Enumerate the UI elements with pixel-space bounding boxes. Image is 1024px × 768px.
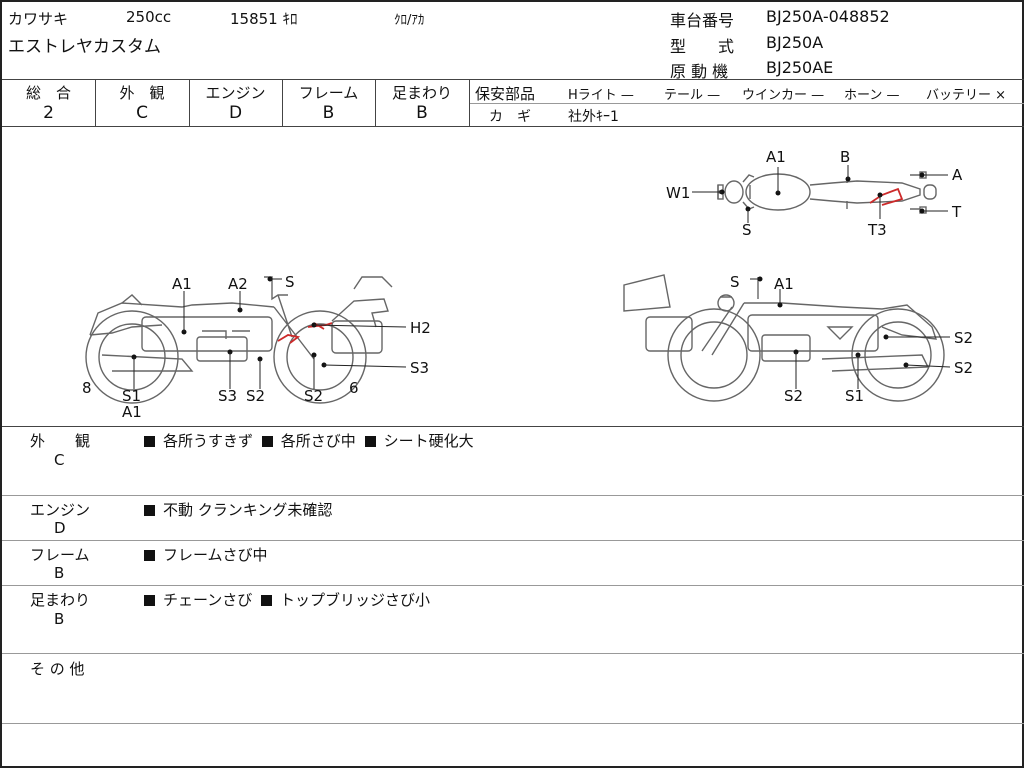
note-items-suspension: チェーンさび トップブリッジさび小 [140,589,430,610]
top-view-bike [717,171,937,214]
bullet-icon [261,595,273,606]
label-left-s2-front: S2 [304,387,323,405]
label-left-a2: A2 [228,275,248,293]
note-label-other: そ の 他 [30,660,85,678]
key-label: カ ギ [489,109,531,125]
label-top-a: A [952,166,963,184]
label-top-t3: T3 [867,221,887,239]
left-side-bike [85,276,393,404]
label-right-a1: A1 [774,275,794,293]
safety-item-tail: テール — [664,88,721,103]
grade-label-engine: エンジン [205,84,266,102]
label-left-6: 6 [349,379,359,397]
damage-diagram: A1 B A W1 S T3 T A1 A2 S H2 S3 8 S1 A1 S… [82,148,973,421]
mileage: 15851 ｷﾛ [230,10,298,28]
label-right-s2-lower: S2 [954,359,973,377]
note-grade-frame: B [54,564,65,582]
note-grade-engine: D [54,519,66,537]
safety-item-headlight: Hライト — [568,88,634,103]
key-value: 社外ｷｰ1 [568,109,619,125]
engine-label: 原 動 機 [670,62,729,81]
bullet-icon [144,550,155,561]
maker: カワサキ [8,10,69,28]
safety-label: 保安部品 [475,85,536,103]
label-right-s2-engine: S2 [784,387,803,405]
frame-no-label: 車台番号 [670,11,735,30]
grade-value-exterior: C [136,103,148,123]
note-label-suspension: 足まわり [30,591,91,609]
type-label: 型 式 [670,37,735,56]
safety-item-battery: バッテリー × [926,88,1007,103]
damage-marks [277,187,904,344]
note-label-exterior: 外 観 [30,432,91,450]
note-items-engine: 不動 クランキング未確認 [140,499,332,520]
note-items-frame: フレームさび中 [140,544,268,565]
label-left-a1: A1 [172,275,192,293]
grade-value-engine: D [228,103,243,123]
right-side-bike [623,274,945,402]
bullet-icon [261,436,273,447]
label-top-s: S [742,221,752,239]
color: ｸﾛ/ｱｶ [394,13,425,28]
bullet-icon [144,505,155,516]
type-value: BJ250A [766,33,824,52]
label-right-s: S [730,273,740,291]
label-left-s1: S1 [122,387,141,405]
label-top-w1: W1 [666,184,690,202]
grade-value-frame: B [322,103,335,123]
label-left-s: S [285,273,295,291]
grade-label-overall: 総 合 [25,84,71,102]
note-label-engine: エンジン [30,501,91,519]
note-grade-suspension: B [54,610,65,628]
grade-value-suspension: B [416,103,428,123]
label-left-a1-lower: A1 [122,403,142,421]
engine-value: BJ250AE [766,58,834,77]
grade-label-frame: フレーム [298,84,359,102]
grade-label-suspension: 足まわり [391,84,452,102]
label-right-s2-upper: S2 [954,329,973,347]
label-left-8: 8 [82,379,92,397]
label-left-s3: S3 [410,359,429,377]
note-items-exterior: 各所うすきず 各所さび中 シート硬化大 [140,430,474,451]
bullet-icon [144,595,155,606]
label-top-t: T [951,203,962,221]
label-top-b: B [840,148,850,166]
marker-dots [131,172,925,368]
label-left-s2: S2 [246,387,265,405]
label-left-h2: H2 [410,319,431,337]
label-right-s1: S1 [845,387,864,405]
grade-label-exterior: 外 観 [119,84,165,102]
label-left-s3-lower: S3 [218,387,237,405]
bullet-icon [144,436,155,447]
label-top-a1: A1 [766,148,786,166]
note-grade-exterior: C [54,451,65,469]
model-name: エストレヤカスタム [8,37,161,57]
bullet-icon [364,436,376,447]
safety-item-winker: ウインカー — [742,88,825,103]
grade-value-overall: 2 [43,103,54,123]
leader-lines [133,165,951,389]
displacement: 250cc [126,8,172,26]
safety-item-horn: ホーン — [844,88,900,103]
note-label-frame: フレーム [30,546,90,564]
frame-no: BJ250A-048852 [766,7,890,26]
